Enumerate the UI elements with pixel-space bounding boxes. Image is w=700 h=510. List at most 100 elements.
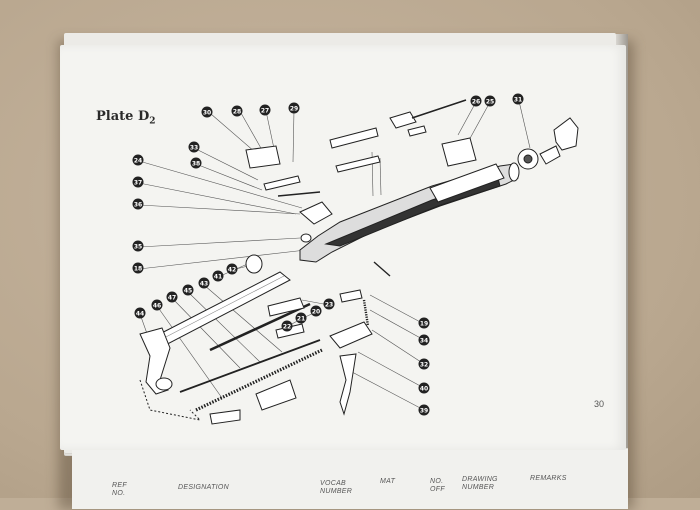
col-header-ref-line1: REF <box>112 482 127 489</box>
trigger <box>339 353 357 416</box>
col-header-vocab: VOCAB NUMBER <box>320 480 352 496</box>
callout-32: 32 <box>418 358 430 370</box>
col-header-no-off: NO. OFF <box>430 478 445 494</box>
callout-39: 39 <box>418 404 430 416</box>
svg-text:35: 35 <box>134 243 142 250</box>
callout-24: 24 <box>132 154 144 166</box>
leader-line <box>195 163 263 191</box>
callout-30: 30 <box>201 106 213 118</box>
svg-text:30: 30 <box>203 109 211 116</box>
leader-line <box>210 113 256 153</box>
svg-text:19: 19 <box>420 320 428 327</box>
leader-line <box>240 112 263 151</box>
leader-line <box>357 351 425 389</box>
leader-line <box>193 147 259 181</box>
selector-lever <box>275 323 305 339</box>
callout-41: 41 <box>212 270 224 282</box>
leader-line <box>138 237 301 248</box>
sear-pin <box>339 289 363 303</box>
callout-31: 31 <box>512 93 524 105</box>
callout-27: 27 <box>259 104 271 116</box>
trigger-guard-spring <box>263 175 301 191</box>
callout-36: 36 <box>132 198 144 210</box>
svg-text:24: 24 <box>134 157 142 164</box>
col-header-ref-line2: NO. <box>112 490 126 497</box>
page-number: 30 <box>594 399 605 409</box>
retaining-pin <box>407 125 427 137</box>
svg-text:23: 23 <box>325 301 333 308</box>
small-rod <box>411 99 467 119</box>
leader-line <box>467 101 491 143</box>
leader-line <box>369 294 425 325</box>
recoil-spring <box>195 348 323 412</box>
leader-line <box>203 284 283 353</box>
callout-25: 25 <box>484 95 496 107</box>
magazine-catch <box>267 297 305 317</box>
svg-text:34: 34 <box>420 337 428 344</box>
svg-text:26: 26 <box>472 98 480 105</box>
leader-line <box>138 182 297 215</box>
callout-21: 21 <box>295 312 307 324</box>
callout-22: 22 <box>281 320 293 332</box>
callout-44: 44 <box>134 307 146 319</box>
callout-37: 37 <box>132 176 144 188</box>
svg-text:29: 29 <box>290 105 298 112</box>
callout-47: 47 <box>166 291 178 303</box>
svg-text:40: 40 <box>420 385 428 392</box>
callout-35: 35 <box>132 240 144 252</box>
svg-text:37: 37 <box>134 179 142 186</box>
col-header-designation: DESIGNATION <box>178 484 229 492</box>
callout-33: 33 <box>188 141 200 153</box>
svg-text:27: 27 <box>261 107 269 114</box>
svg-text:44: 44 <box>136 310 144 317</box>
plate-title-text: Plate D <box>96 109 150 124</box>
svg-text:25: 25 <box>486 98 494 105</box>
leader-lines <box>138 100 531 411</box>
svg-text:22: 22 <box>283 323 291 330</box>
pin-small <box>300 233 312 243</box>
operating-rod <box>179 339 321 393</box>
callout-42: 42 <box>226 263 238 275</box>
svg-text:45: 45 <box>184 287 192 294</box>
leader-line <box>292 109 295 163</box>
leader-line <box>379 157 382 196</box>
handguard-outline <box>139 379 202 421</box>
gas-tube-highlight <box>159 275 285 341</box>
svg-text:31: 31 <box>514 96 522 103</box>
flash-hider-hub <box>523 154 533 164</box>
svg-text:32: 32 <box>420 361 428 368</box>
col-header-no-off-line2: OFF <box>430 486 445 493</box>
ring-loop <box>245 254 263 274</box>
callout-29: 29 <box>288 102 300 114</box>
sight-link <box>389 111 417 129</box>
leader-line <box>369 309 425 341</box>
callout-46: 46 <box>151 299 163 311</box>
leader-line <box>138 160 303 209</box>
bolt-carrier <box>245 145 281 169</box>
leader-line <box>187 291 261 363</box>
feed-cover <box>329 127 379 149</box>
spring-guide <box>255 379 297 411</box>
col-header-mat: MAT <box>380 478 395 486</box>
callout-markers: 30 28 27 29 26 25 31 33 38 24 37 36 35 1… <box>132 93 524 416</box>
col-header-remarks-text: REMARKS <box>530 475 567 482</box>
barrel-ring <box>429 163 505 203</box>
callout-45: 45 <box>182 284 194 296</box>
leader-line <box>171 297 241 369</box>
rifle-parts <box>139 99 579 425</box>
leader-line <box>518 100 531 149</box>
trigger-housing <box>329 321 373 349</box>
plate-title: Plate D2 <box>96 109 155 127</box>
col-header-mat-text: MAT <box>380 478 396 485</box>
leader-line <box>138 204 301 215</box>
svg-text:33: 33 <box>190 144 198 151</box>
svg-text:47: 47 <box>168 294 176 301</box>
svg-text:28: 28 <box>233 108 241 115</box>
svg-text:43: 43 <box>200 280 208 287</box>
col-header-drawing-line1: DRAWING <box>462 476 498 483</box>
callout-38: 38 <box>190 157 202 169</box>
cylinder-block <box>441 137 477 167</box>
svg-text:41: 41 <box>214 273 222 280</box>
svg-text:21: 21 <box>297 315 305 322</box>
svg-text:20: 20 <box>312 308 320 315</box>
